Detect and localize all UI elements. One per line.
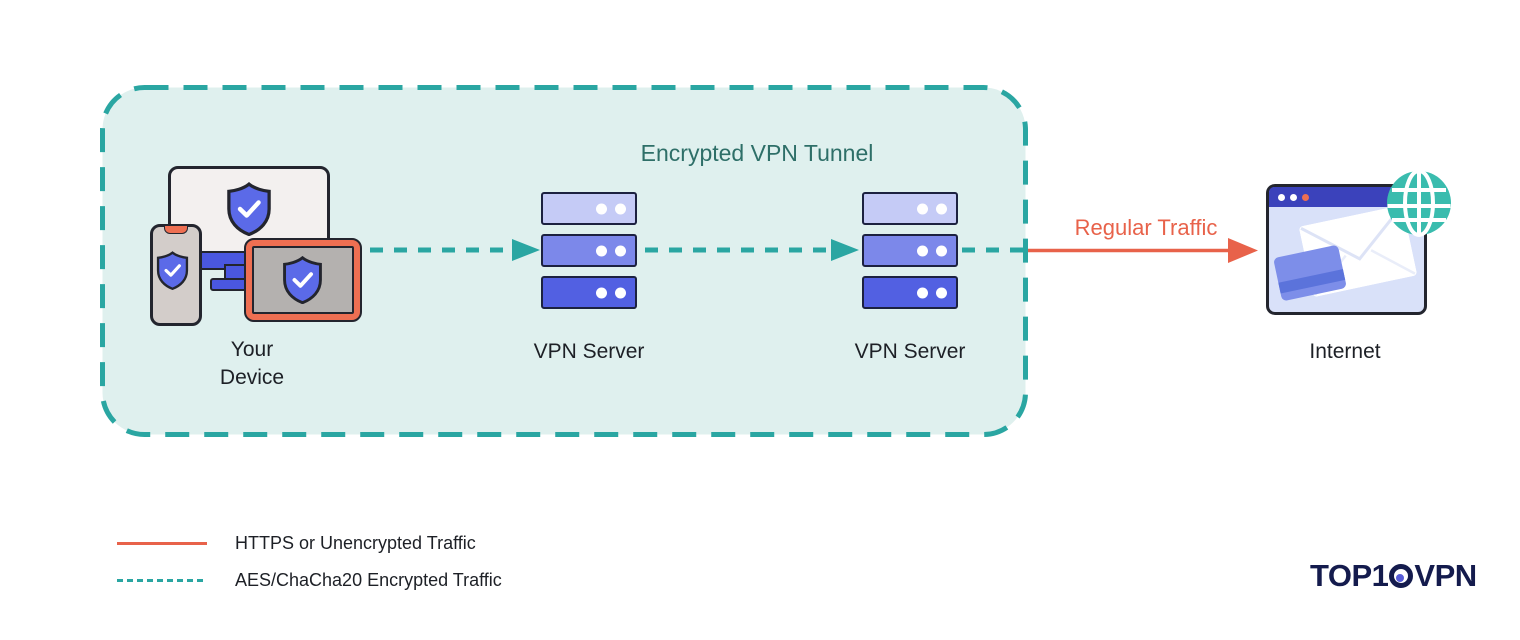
legend-label: AES/ChaCha20 Encrypted Traffic (235, 570, 502, 590)
window-dot (1278, 193, 1285, 201)
tunnel-title: Encrypted VPN Tunnel (640, 140, 874, 166)
server-led (936, 245, 947, 256)
browser-titlebar (1269, 187, 1424, 207)
server-unit (862, 234, 958, 267)
internet-label: Internet (1309, 340, 1381, 363)
window-dot (1290, 193, 1297, 201)
server-unit (541, 276, 637, 309)
server-led (936, 203, 947, 214)
top10vpn-logo: TOP1 VPN (1310, 558, 1477, 594)
device-label-line1: Your (230, 338, 274, 361)
logo-zero-glyph (1389, 564, 1414, 588)
logo-text-pre: TOP1 (1310, 558, 1389, 593)
regular-traffic-label: Regular Traffic (1074, 215, 1218, 240)
legend-swatch-dashed-teal (117, 578, 207, 583)
globe-icon (1387, 169, 1451, 237)
legend-label: HTTPS or Unencrypted Traffic (235, 533, 476, 553)
logo-zero-dot (1396, 574, 1405, 582)
browser-window-icon (1266, 184, 1427, 315)
shield-check-icon (156, 251, 189, 290)
vpn-server-1-label: VPN Server (533, 340, 645, 363)
server-led (917, 203, 928, 214)
legend-item-https: HTTPS or Unencrypted Traffic (117, 533, 476, 554)
credit-card-stripe (1278, 269, 1346, 294)
phone-notch (164, 226, 188, 234)
vpn-server-2-label: VPN Server (854, 340, 966, 363)
vpn-server-2-icon (862, 192, 958, 318)
server-unit (541, 192, 637, 225)
server-led (596, 245, 607, 256)
server-unit (862, 276, 958, 309)
legend-item-encrypted: AES/ChaCha20 Encrypted Traffic (117, 570, 502, 591)
vpn-server-1-icon (541, 192, 637, 318)
server-unit (862, 192, 958, 225)
shield-check-icon (227, 182, 271, 236)
legend-swatch-solid-orange (117, 541, 207, 546)
device-label-line2: Device (219, 366, 285, 389)
server-led (917, 287, 928, 298)
arrowhead-encrypted-2 (831, 239, 859, 261)
server-led (596, 287, 607, 298)
server-led (596, 203, 607, 214)
server-led (936, 287, 947, 298)
server-led (615, 287, 626, 298)
shield-check-icon (283, 256, 322, 304)
server-led (615, 245, 626, 256)
device-label: Your Device (220, 336, 284, 392)
logo-text-post: VPN (1414, 558, 1477, 593)
arrowhead-encrypted-1 (512, 239, 540, 261)
arrowhead-regular (1228, 238, 1258, 263)
server-led (917, 245, 928, 256)
server-led (615, 203, 626, 214)
server-unit (541, 234, 637, 267)
window-dot-orange (1302, 193, 1309, 201)
credit-card-icon (1273, 244, 1347, 302)
